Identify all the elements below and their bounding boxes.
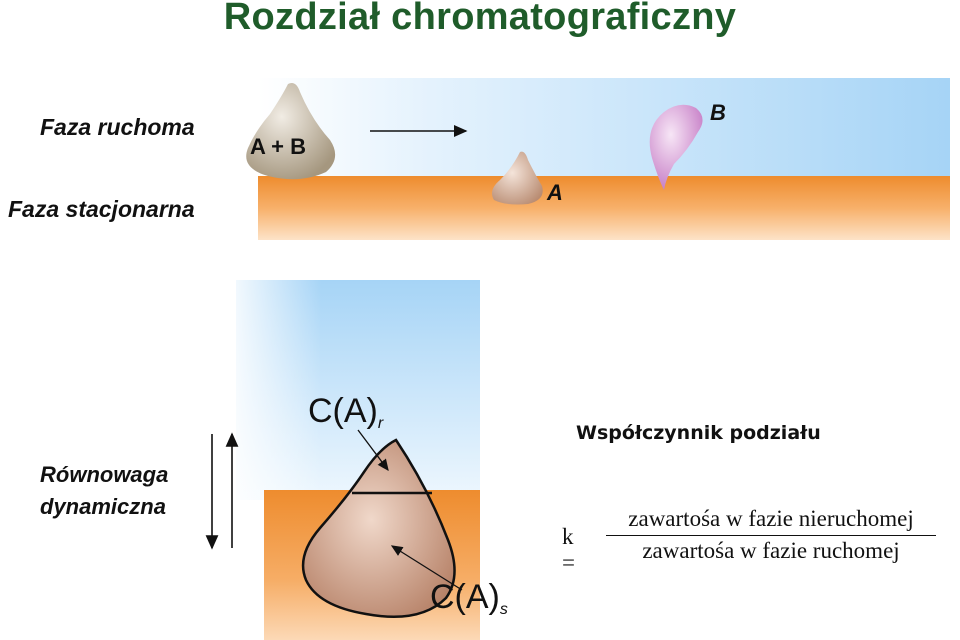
page-title: Rozdział chromatograficzny	[223, 0, 737, 38]
stationary-phase-top	[258, 176, 950, 240]
component-b-label: B	[710, 100, 726, 125]
formula-fraction: zawartośa w fazie nieruchomej zawartośa …	[606, 506, 936, 564]
formula-numerator: zawartośa w fazie nieruchomej	[606, 506, 936, 536]
mixture-blob	[246, 83, 336, 180]
mobile-phase-top	[258, 78, 950, 178]
mobile-phase-label: Faza ruchoma	[40, 114, 195, 140]
coefficient-title: Współczynnik podziału	[576, 422, 821, 444]
pointer-mobile	[357, 429, 389, 472]
formula-denominator: zawartośa w fazie ruchomej	[642, 538, 900, 563]
component-a-blob	[492, 151, 543, 205]
pointer-stationary	[390, 545, 463, 591]
concentration-stationary-label: C(A)s	[430, 578, 508, 618]
equilibrium-label-line2: dynamiczna	[40, 494, 166, 519]
equilibrium-cone	[301, 438, 456, 619]
stationary-phase-label: Faza stacjonarna	[8, 196, 195, 222]
formula-symbol: k =	[562, 524, 575, 575]
component-b-blob	[649, 104, 703, 190]
concentration-mobile-label: C(A)r	[308, 392, 384, 432]
equilibrium-label-line1: Równowaga	[40, 462, 169, 487]
component-a-label: A	[547, 180, 563, 205]
mixture-label: A + B	[250, 134, 307, 159]
